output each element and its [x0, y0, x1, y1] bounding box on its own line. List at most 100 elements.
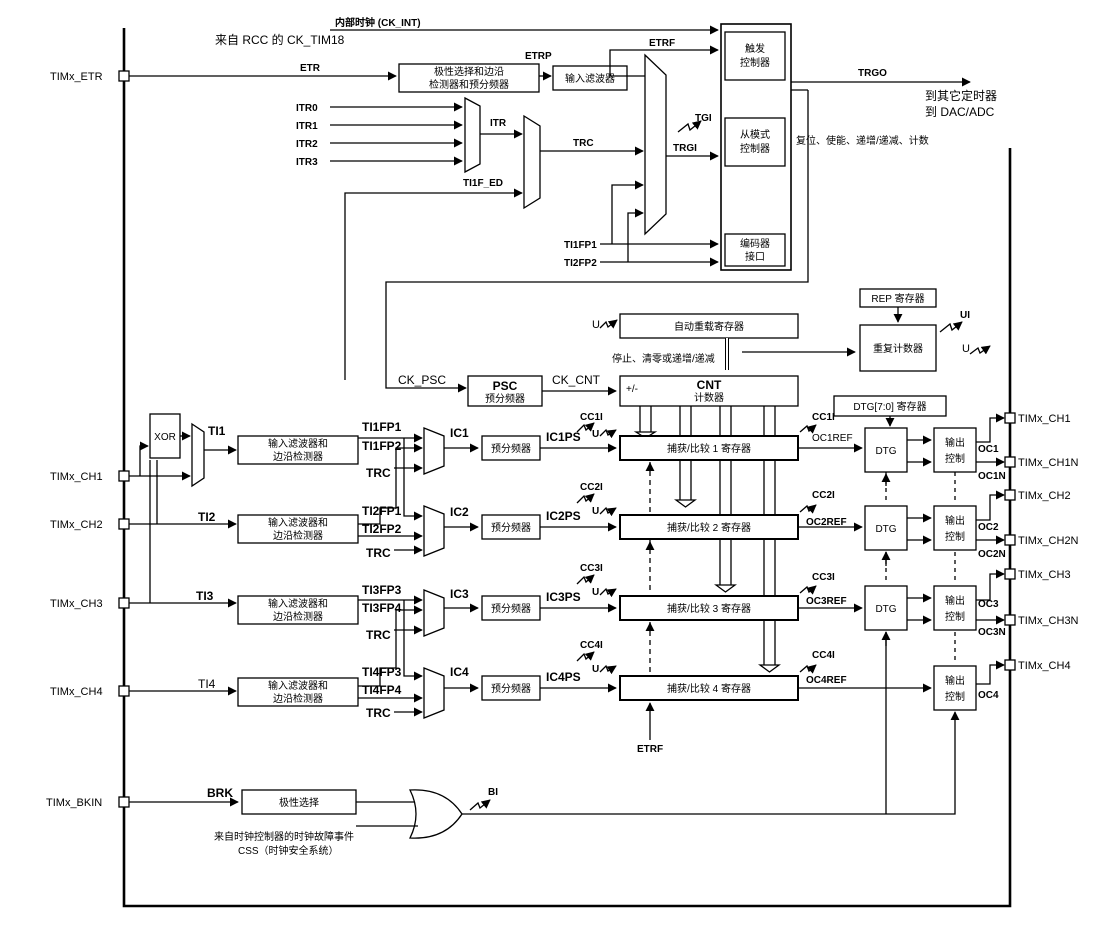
timx-ch1-pin — [118, 470, 130, 482]
polarity-block-line2: 检测器和预分频器 — [429, 78, 509, 91]
input-filter-ch3 — [237, 595, 359, 625]
ti1-label: TI1 — [208, 424, 226, 438]
ic3-mux — [423, 589, 445, 637]
polarity-block-line1: 极性选择和边沿 — [434, 65, 504, 78]
break-section: TIMx_BKIN BRK 极性选择 来自时钟控制器的时钟故障事件 CSS（时钟… — [46, 632, 960, 857]
input-channel-4: 输入滤波器和 边沿检测器 TI4FP3 TI4FP4 TRC IC4 预分频器 … — [237, 605, 617, 720]
cc2i-out-label: CC2I — [812, 490, 835, 501]
trigger-mux — [644, 53, 667, 236]
dtg-ch3 — [864, 585, 908, 631]
itr1-label: ITR1 — [296, 121, 318, 132]
oc3-label: OC3 — [978, 599, 999, 610]
out-ch2-pin — [1004, 489, 1016, 501]
psc-sub-label: 预分频器 — [485, 392, 525, 405]
out-ch3n-pin — [1004, 614, 1016, 626]
itr3-label: ITR3 — [296, 157, 318, 168]
ic2ps-label: IC2PS — [546, 509, 581, 523]
cnt-label: CNT — [697, 378, 722, 392]
out-ch2-label: TIMx_CH2 — [1018, 490, 1071, 502]
cc3-u-label: U — [592, 587, 599, 598]
slave-controller-l1: 从模式 — [740, 128, 770, 141]
slave-mode-note: 复位、使能、递增/递减、计数 — [796, 134, 929, 147]
input-filter-ch4 — [237, 677, 359, 707]
trc-ch1-label: TRC — [366, 466, 391, 480]
ti1fp1-top-label: TI1FP1 — [564, 240, 597, 251]
ti4fp4-label: TI4FP4 — [362, 683, 402, 697]
in-filter-ch3-l1: 输入滤波器和 — [268, 597, 328, 610]
ti3-label: TI3 — [196, 589, 214, 603]
ti2fp2-top-label: TI2FP2 — [564, 258, 597, 269]
cc2-register — [619, 514, 799, 540]
trc-ch4-label: TRC — [366, 706, 391, 720]
prescaler-ch1-label: 预分频器 — [491, 442, 531, 455]
ti1-mux — [191, 422, 205, 488]
ck-int-source: 来自 RCC 的 CK_TIM18 — [215, 32, 345, 47]
trgo-label: TRGO — [858, 68, 887, 79]
arr-label: 自动重载寄存器 — [674, 320, 744, 333]
ck-int-label: 内部时钟 (CK_INT) — [335, 16, 421, 29]
encoder-l1: 编码器 — [740, 237, 770, 250]
etr-filter-label: 输入滤波器 — [565, 72, 615, 85]
cc1i-out-label: CC1I — [812, 412, 835, 423]
itr-mux — [464, 96, 481, 174]
rep-u-label: U — [962, 343, 970, 355]
dtg1-label: DTG — [875, 446, 896, 457]
etr-input-filter — [552, 65, 628, 91]
input-channel-3: 输入滤波器和 边沿检测器 TI3FP3 TI3FP4 TRC IC3 预分频器 … — [237, 563, 617, 681]
in-filter-ch4-l2: 边沿检测器 — [273, 692, 323, 705]
trc-ch3-label: TRC — [366, 628, 391, 642]
oc4-ctrl-l1: 输出 — [945, 674, 965, 687]
cc4-register — [619, 675, 799, 701]
cc-registers: 捕获/比较 1 寄存器 捕获/比较 2 寄存器 捕获/比较 3 寄存器 捕获/比… — [619, 412, 932, 701]
etrp-label: ETRP — [525, 51, 552, 62]
oc4-label: OC4 — [978, 690, 999, 701]
itr2-label: ITR2 — [296, 139, 318, 150]
prescaler-ch4 — [481, 675, 541, 701]
trc-top-label: TRC — [573, 138, 594, 149]
break-or-gate — [408, 789, 463, 839]
psc-prescaler — [467, 375, 543, 407]
output-control-ch1 — [933, 427, 977, 473]
cc4-register-label: 捕获/比较 4 寄存器 — [667, 682, 751, 695]
ck-cnt-label: CK_CNT — [552, 373, 601, 387]
in-filter-ch3-l2: 边沿检测器 — [273, 610, 323, 623]
timx-ch4-pin — [118, 685, 130, 697]
oc3-ctrl-l1: 输出 — [945, 594, 965, 607]
ti1f-ed-label: TI1F_ED — [463, 178, 503, 189]
oc3ref-label: OC3REF — [806, 596, 847, 607]
timx-bkin-label: TIMx_BKIN — [46, 797, 102, 809]
trigger-controller-l1: 触发 — [745, 42, 765, 55]
timx-etr-pin — [118, 70, 130, 82]
break-polarity-label: 极性选择 — [279, 796, 319, 809]
ck-psc-label: CK_PSC — [398, 373, 446, 387]
input-filter-ch1 — [237, 435, 359, 465]
brk-label: BRK — [207, 786, 233, 800]
ic4ps-label: IC4PS — [546, 670, 581, 684]
timx-ch2-pin — [118, 518, 130, 530]
timx-ch3-pin — [118, 597, 130, 609]
to-other-timers: 到其它定时器 — [925, 88, 997, 103]
in-filter-ch4-l1: 输入滤波器和 — [268, 679, 328, 692]
out-ch4-pin — [1004, 659, 1016, 671]
clock-fault-l1: 来自时钟控制器的时钟故障事件 — [214, 830, 354, 843]
tgi-label: TGI — [695, 113, 712, 124]
cc1i-in-label: CC1I — [580, 412, 603, 423]
oc1-ctrl-l2: 控制 — [945, 452, 965, 465]
output-control-ch4 — [933, 665, 977, 711]
timx-ch3-label: TIMx_CH3 — [50, 598, 103, 610]
timx-ch2-label: TIMx_CH2 — [50, 519, 103, 531]
auto-reload-register — [619, 313, 799, 339]
ic3ps-label: IC3PS — [546, 590, 581, 604]
ti4-label: TI4 — [198, 677, 216, 691]
ic3-label: IC3 — [450, 587, 469, 601]
etrf-bottom-label: ETRF — [637, 744, 663, 755]
timx-bkin-pin — [118, 796, 130, 808]
ti1fp1-label: TI1FP1 — [362, 420, 402, 434]
arr-u-label: U — [592, 319, 600, 331]
out-ch3-label: TIMx_CH3 — [1018, 569, 1071, 581]
xor-gate — [149, 413, 181, 459]
ui-label: UI — [960, 310, 970, 321]
ic2-label: IC2 — [450, 505, 469, 519]
